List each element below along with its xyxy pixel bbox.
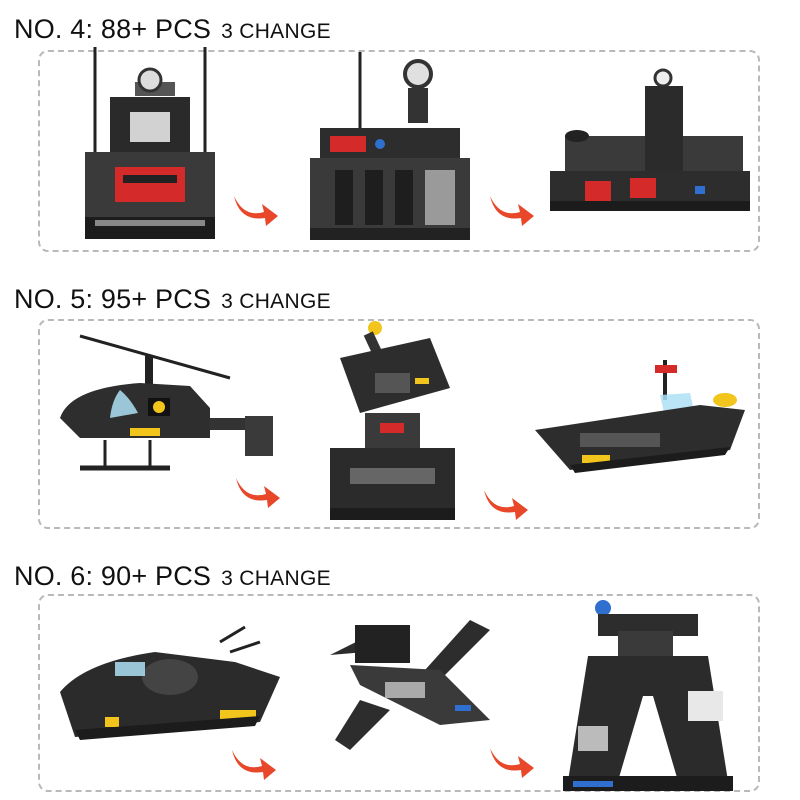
- piece-count-label: NO. 6: 90+ PCS: [14, 561, 212, 591]
- models-panel: [38, 319, 760, 529]
- speedboat-icon: [530, 355, 750, 485]
- piece-count-label: NO. 5: 95+ PCS: [14, 284, 212, 314]
- section-heading: NO. 5: 95+ PCS 3 CHANGE: [14, 284, 331, 315]
- section-heading: NO. 4: 88+ PCS 3 CHANGE: [14, 14, 331, 45]
- arrow-icon: [486, 738, 538, 780]
- piece-count-label: NO. 4: 88+ PCS: [14, 14, 212, 44]
- arrow-icon: [486, 186, 538, 228]
- models-panel: [38, 594, 760, 792]
- walker-tower-icon: [558, 596, 738, 796]
- turret-icon: [320, 318, 465, 528]
- arrow-icon: [228, 740, 280, 782]
- change-count-label: 3 CHANGE: [221, 20, 331, 43]
- change-count-label: 3 CHANGE: [221, 290, 331, 313]
- bridge-station-icon: [545, 66, 755, 226]
- section-heading: NO. 6: 90+ PCS 3 CHANGE: [14, 561, 331, 592]
- jet-boat-icon: [45, 622, 285, 752]
- models-panel: [38, 50, 760, 252]
- change-count-label: 3 CHANGE: [221, 567, 331, 590]
- arrow-icon: [480, 480, 532, 522]
- arrow-icon: [230, 186, 282, 228]
- arrow-icon: [232, 468, 284, 510]
- jet-fighter-icon: [320, 610, 500, 760]
- radar-base-icon: [300, 48, 480, 248]
- helicopter-icon: [50, 328, 280, 488]
- command-tower-icon: [75, 42, 225, 247]
